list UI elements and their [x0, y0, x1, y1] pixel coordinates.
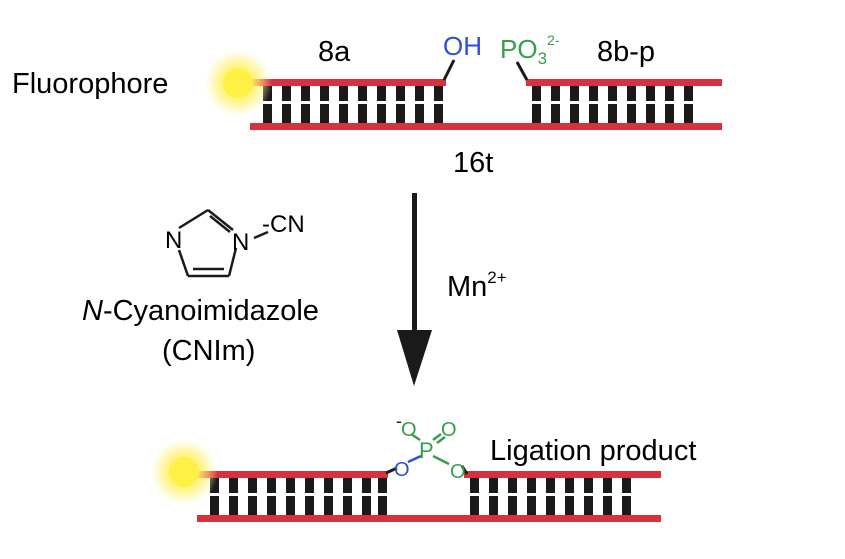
- imidazole-atom-n1: N: [165, 227, 182, 254]
- strand-8a-label: 8a: [318, 36, 351, 68]
- phosphate-o-top-right: O: [441, 419, 457, 441]
- strand-8a: [238, 79, 446, 86]
- hydroxyl-label: OH: [443, 31, 482, 61]
- fluorophore-label: Fluorophore: [12, 68, 168, 100]
- product-template-strand: [197, 515, 661, 522]
- reaction-arrow: [397, 193, 432, 386]
- reagent-name: N-Cyanoimidazole: [82, 295, 319, 327]
- template-16t-label: 16t: [453, 147, 493, 179]
- product-strand-right: [464, 471, 661, 478]
- base-pairs-left: [263, 86, 443, 123]
- ligation-product-label: Ligation product: [490, 435, 696, 467]
- phosphate-o-right: O: [450, 461, 466, 483]
- phosphate-label: PO32-: [500, 32, 560, 68]
- reagent-abbrev: (CNIm): [162, 335, 255, 367]
- imidazole-atom-n3: N: [232, 229, 249, 256]
- catalyst-label: Mn2+: [447, 268, 507, 303]
- strand-8b-p: [526, 79, 722, 86]
- phosphate-p: P: [419, 438, 434, 463]
- cn-group-label: -CN: [262, 211, 305, 238]
- product-duplex: [150, 432, 661, 522]
- base-pairs-right: [532, 86, 693, 123]
- product-base-pairs-left: [210, 478, 387, 515]
- strand-16t: [250, 123, 722, 130]
- product-strand-left: [183, 471, 388, 478]
- phosphate-o-top-left: O: [401, 419, 417, 441]
- top-duplex: [204, 49, 722, 130]
- strand-8b-p-label: 8b-p: [597, 36, 655, 68]
- phosphate-minus-charge: -: [396, 411, 402, 431]
- product-base-pairs-right: [470, 478, 631, 515]
- phosphate-o-left: O: [394, 459, 410, 481]
- cyanoimidazole-structure: [177, 208, 269, 278]
